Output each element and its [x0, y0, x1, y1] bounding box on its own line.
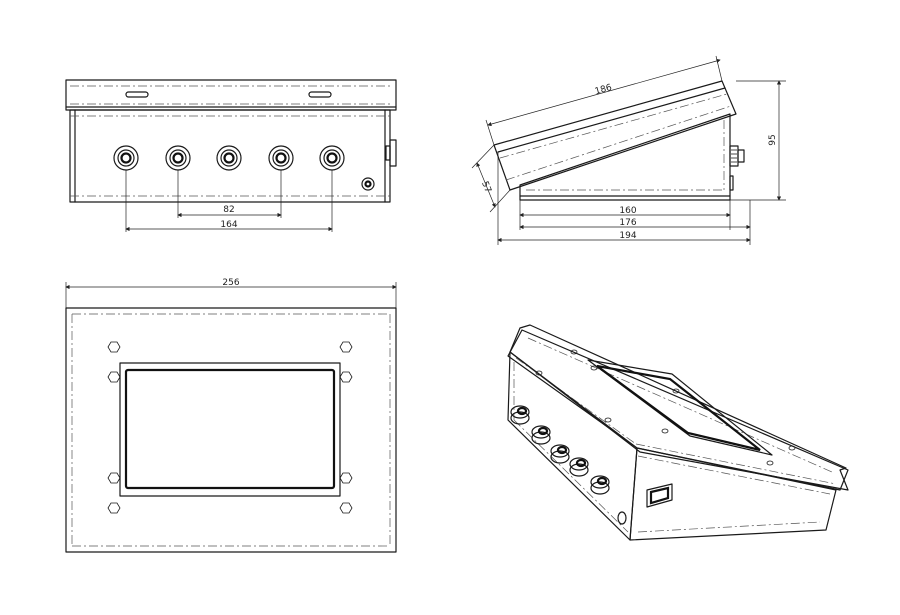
top-view: 256	[65, 278, 397, 553]
screw-icon	[590, 365, 598, 371]
screw-hex-icon	[339, 472, 353, 484]
screw-icon	[661, 428, 669, 434]
screw-hex-icon	[339, 341, 353, 353]
front-side-connector	[389, 139, 397, 167]
lid-slot-right	[308, 91, 332, 98]
side-cable-gland	[729, 145, 745, 167]
cable-gland-1	[113, 145, 139, 171]
screw-hex-icon	[339, 371, 353, 383]
screw-icon	[788, 445, 796, 451]
iso-cable-gland-4	[569, 457, 589, 477]
iso-cable-gland-3	[550, 444, 570, 464]
iso-cable-gland-2	[531, 425, 551, 445]
iso-cable-gland-1	[510, 405, 530, 425]
top-outline	[65, 307, 397, 553]
cable-gland-3	[216, 145, 242, 171]
screw-icon	[672, 388, 680, 394]
display-window-frame	[119, 362, 341, 497]
dim-gland-spacing-outer: 164	[220, 220, 237, 230]
cable-gland-2	[165, 145, 191, 171]
display-window	[124, 368, 336, 490]
screw-icon	[570, 349, 578, 355]
cable-gland-5	[319, 145, 345, 171]
side-view: 186 95 57 160 176 194	[471, 55, 786, 245]
iso-lid-top	[507, 329, 849, 491]
dim-front-height: 57	[479, 180, 493, 194]
front-lid	[65, 79, 397, 111]
screw-icon	[766, 460, 774, 466]
screw-icon	[604, 417, 612, 423]
screw-icon	[535, 370, 543, 376]
iso-screws	[535, 349, 796, 466]
iso-cable-gland-5	[590, 475, 610, 495]
dim-gland-spacing-inner: 82	[223, 205, 234, 215]
iso-display-window	[596, 364, 761, 452]
ground-terminal	[361, 177, 375, 191]
screw-hex-icon	[107, 472, 121, 484]
dim-base-176: 176	[619, 218, 636, 228]
isometric-view	[507, 324, 849, 541]
iso-power-switch	[646, 483, 673, 508]
screw-hex-icon	[339, 502, 353, 514]
iso-right-face	[629, 447, 837, 541]
front-view: 82 164	[65, 79, 397, 232]
cable-gland-4	[268, 145, 294, 171]
screw-hex-icon	[107, 371, 121, 383]
dim-width: 256	[222, 278, 239, 288]
screw-hex-icon	[107, 502, 121, 514]
lid-slot-left	[125, 91, 149, 98]
dim-slope-length: 186	[594, 83, 613, 97]
dim-base-160: 160	[619, 206, 636, 216]
iso-lid-outline	[509, 324, 849, 491]
dim-height: 95	[768, 134, 778, 145]
screw-hex-icon	[107, 341, 121, 353]
mounting-screws	[107, 341, 353, 514]
dim-base-194: 194	[619, 231, 636, 241]
side-lid	[493, 80, 737, 191]
iso-ground-terminal	[617, 511, 627, 525]
iso-display-frame	[587, 359, 773, 456]
